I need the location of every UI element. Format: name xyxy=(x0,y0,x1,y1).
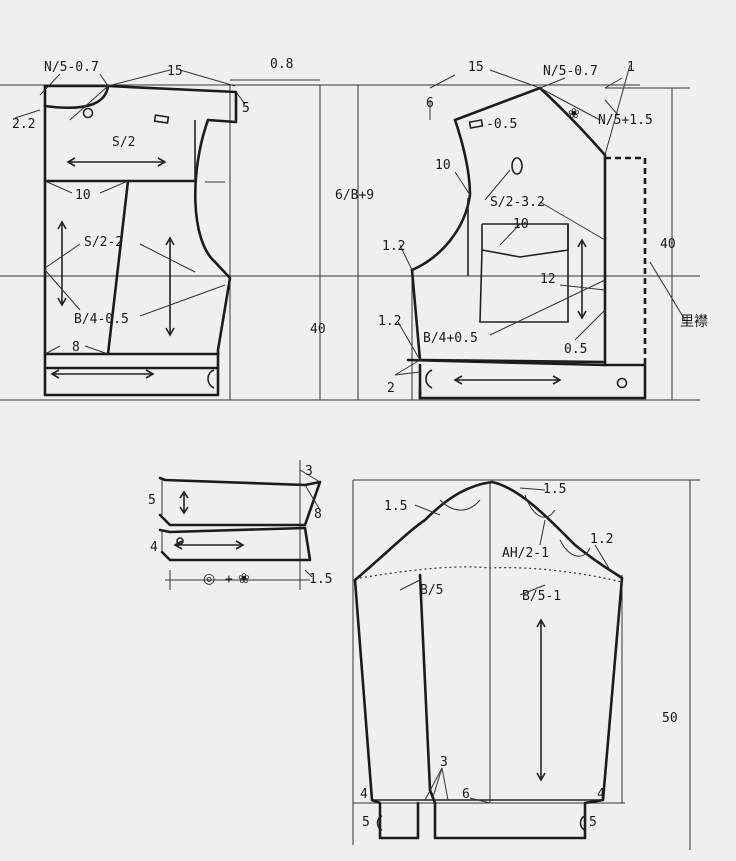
button-icon xyxy=(82,107,94,119)
label-back-armhole-12: 1.2 xyxy=(382,239,405,254)
label-sleeve-b5: B/5 xyxy=(420,583,443,598)
label-armhole-depth: 6/B+9 xyxy=(335,188,374,203)
label-front-shoulder-drop: 5 xyxy=(242,101,250,116)
buttonhole-icon xyxy=(153,114,170,124)
label-collar-three: 3 xyxy=(305,464,313,479)
label-back-b4-plus: B/4+0.5 xyxy=(423,331,478,346)
label-sleeve-ah: AH/2-1 xyxy=(502,546,549,561)
label-inner-facing: 里襟 xyxy=(680,314,708,330)
collar-button-icon: ◎ xyxy=(203,571,215,587)
label-back-neck-offset: N/5-0.7 xyxy=(543,64,598,79)
pocket-button-icon xyxy=(511,157,523,175)
sleeve-labels: 1.5 1.5 AH/2-1 1.2 B/5 B/5-1 50 4 3 6 4 … xyxy=(360,482,678,830)
label-front-s2-minus-2: S/2-2 xyxy=(84,235,123,250)
label-front-neck-drop: 2.2 xyxy=(12,117,35,132)
back-labels: 15 N/5-0.7 1 6 N/5+1.5 -0.5 10 S/2-3.2 1… xyxy=(378,60,708,396)
sleeve-snap-left-icon xyxy=(376,815,383,831)
sleeve-draft xyxy=(352,479,700,850)
label-back-shoulder-width: 15 xyxy=(468,60,484,75)
back-flower-icon: ❀ xyxy=(568,106,580,122)
label-front-yoke: 10 xyxy=(75,188,91,203)
label-sleeve-left-15: 1.5 xyxy=(384,499,407,514)
label-back-pocket-10: 10 xyxy=(513,217,529,232)
collar-labels: 3 5 8 4 ◎ + ❀ 1.5 xyxy=(148,464,332,587)
sleeve-snap-right-icon xyxy=(579,815,586,831)
label-back-one: 1 xyxy=(627,60,635,75)
label-collar-five: 5 xyxy=(148,493,156,508)
front-panel xyxy=(14,69,246,397)
label-back-s2-minus: S/2-3.2 xyxy=(490,195,545,210)
center-labels: 0.8 6/B+9 40 xyxy=(270,57,374,337)
label-back-small-05: 0.5 xyxy=(564,342,587,357)
label-front-b4-minus: B/4-0.5 xyxy=(74,312,129,327)
label-side-length: 40 xyxy=(310,322,326,337)
label-back-two: 2 xyxy=(387,381,395,396)
label-front-half-shoulder: S/2 xyxy=(112,135,135,150)
back-buttonhole-icon xyxy=(468,119,484,129)
collar-flower-icon: ❀ xyxy=(238,571,250,587)
label-collar-one-five: 1.5 xyxy=(309,572,332,587)
label-collar-eight: 8 xyxy=(314,507,322,522)
label-back-length: 40 xyxy=(660,237,676,252)
label-sleeve-length: 50 xyxy=(662,711,678,726)
label-back-neck-plus: N/5+1.5 xyxy=(598,113,653,128)
label-sleeve-six: 6 xyxy=(462,787,470,802)
label-back-pocket-12: 12 xyxy=(540,272,556,287)
label-sleeve-four-right: 4 xyxy=(597,787,605,802)
label-front-shoulder-width: 15 xyxy=(167,64,183,79)
label-sleeve-b5-minus: B/5-1 xyxy=(522,589,561,604)
label-collar-plus: + xyxy=(225,572,233,587)
back-button-icon xyxy=(616,377,628,389)
back-snap-icon xyxy=(425,369,433,389)
back-panel xyxy=(394,64,686,400)
label-sleeve-three: 3 xyxy=(440,755,448,770)
label-collar-four: 4 xyxy=(150,540,158,555)
label-sleeve-five-left: 5 xyxy=(362,815,370,830)
bodice-draft xyxy=(0,64,700,401)
label-front-hem: 8 xyxy=(72,340,80,355)
label-sleeve-right-12: 1.2 xyxy=(590,532,613,547)
label-back-shoulder-6: 6 xyxy=(426,96,434,111)
label-back-minus-05: -0.5 xyxy=(486,117,517,132)
label-back-side-12: 1.2 xyxy=(378,314,401,329)
label-top-offset: 0.8 xyxy=(270,57,293,72)
collar-draft xyxy=(158,460,322,590)
snap-icon xyxy=(207,369,215,389)
label-back-armhole-10: 10 xyxy=(435,158,451,173)
label-sleeve-four-left: 4 xyxy=(360,787,368,802)
label-front-neck-offset: N/5-0.7 xyxy=(44,60,99,75)
front-labels: N/5-0.7 15 5 2.2 S/2 10 S/2-2 B/4-0.5 8 xyxy=(12,60,250,355)
label-sleeve-right-15: 1.5 xyxy=(543,482,566,497)
label-sleeve-five-right: 5 xyxy=(589,815,597,830)
